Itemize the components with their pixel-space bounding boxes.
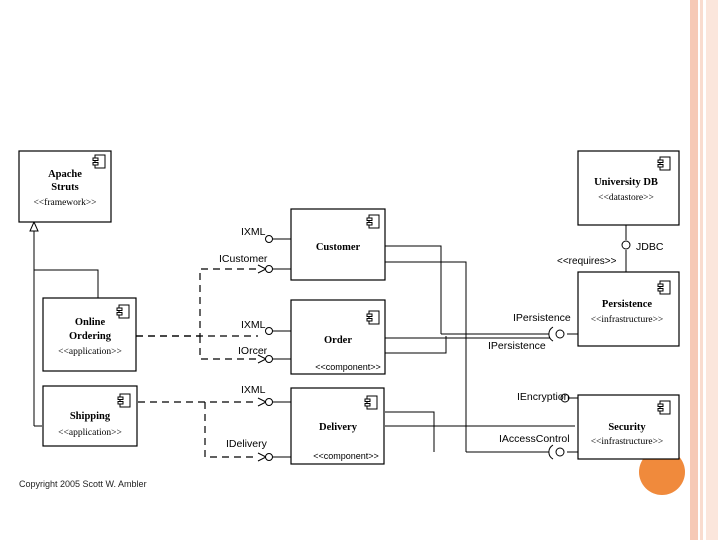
svg-text:<<infrastructure>>: <<infrastructure>> (591, 436, 664, 447)
label-iaccesscontrol: IAccessControl (499, 433, 570, 445)
interface-labels: IXML ICustomer IXML IOrcer IXML IDeliver… (219, 226, 664, 450)
label-ipersistence-provided: IPersistence (513, 312, 571, 324)
svg-text:Delivery: Delivery (319, 422, 358, 433)
svg-text:Customer: Customer (316, 242, 361, 253)
copyright-text: Copyright 2005 Scott W. Ambler (19, 479, 147, 489)
svg-text:<<component>>: <<component>> (315, 362, 381, 372)
label-idelivery: IDelivery (226, 438, 268, 450)
label-ipersistence-required: IPersistence (488, 340, 546, 352)
component-apache-struts: Apache Struts <<framework>> (18, 150, 112, 223)
svg-text:Shipping: Shipping (70, 411, 111, 422)
component-security: Security <<infrastructure>> (577, 394, 680, 460)
svg-text:Ordering: Ordering (69, 331, 112, 342)
label-customer-ixml: IXML (241, 226, 266, 238)
label-order-ixml: IXML (241, 319, 266, 331)
slide-frame-stripe (706, 0, 718, 540)
svg-text:Online: Online (75, 317, 106, 328)
connector-lines (29, 220, 627, 458)
svg-text:<<framework>>: <<framework>> (33, 197, 96, 208)
component-order: Order <<component>> (290, 299, 386, 375)
label-icustomer: ICustomer (219, 253, 268, 265)
svg-text:<<infrastructure>>: <<infrastructure>> (591, 314, 664, 325)
component-online-ordering: Online Ordering <<application>> (42, 297, 137, 372)
slide-frame-stripe (690, 0, 698, 540)
component-persistence: Persistence <<infrastructure>> (577, 271, 680, 347)
svg-text:<<datastore>>: <<datastore>> (598, 193, 654, 203)
component-customer: Customer (290, 208, 386, 281)
svg-text:Persistence: Persistence (602, 299, 652, 310)
svg-text:Security: Security (608, 422, 646, 433)
label-delivery-ixml: IXML (241, 384, 266, 396)
svg-text:<<component>>: <<component>> (313, 451, 379, 461)
dependency-arrowheads (257, 264, 268, 462)
svg-text:Struts: Struts (51, 182, 78, 193)
label-jdbc: JDBC (636, 241, 664, 253)
label-requires: <<requires>> (557, 256, 617, 267)
component-delivery: Delivery <<component>> (290, 387, 385, 465)
slide-frame-stripe (700, 0, 703, 540)
component-university-db: University DB <<datastore>> (577, 150, 680, 226)
svg-text:Apache: Apache (48, 169, 82, 180)
interface-lollipops (265, 235, 631, 461)
component-shipping: Shipping <<application>> (42, 385, 138, 447)
svg-text:<<application>>: <<application>> (58, 428, 122, 438)
svg-text:<<application>>: <<application>> (58, 347, 122, 357)
label-iencryption: IEncryption (517, 391, 570, 403)
dashed-dependencies (136, 268, 258, 458)
svg-text:Order: Order (324, 335, 352, 346)
label-iorder: IOrcer (238, 345, 268, 357)
accent-circle (639, 449, 685, 495)
svg-text:University DB: University DB (594, 177, 658, 188)
